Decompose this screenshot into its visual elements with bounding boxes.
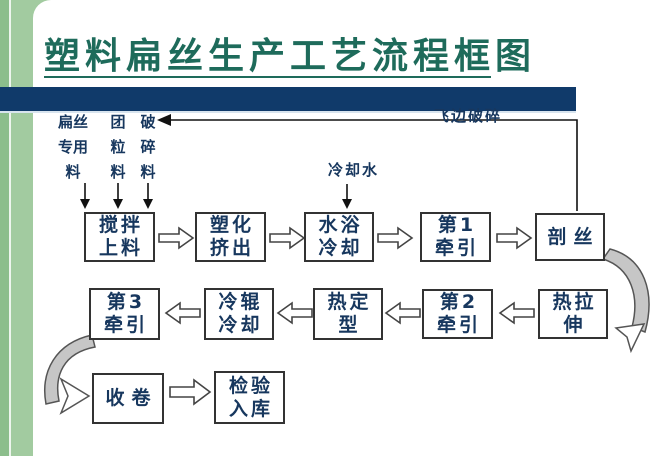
curved-arrowhead-right-icon [614,323,646,354]
flow-box-slitting: 剖丝 [535,213,605,261]
box-line-1: 搅拌 [98,214,143,236]
box-line-1: 第3 [106,291,146,313]
box-line-1: 塑化 [209,214,254,236]
box-line-2: 冷却 [318,237,363,259]
box-line-2: 伸 [563,314,586,336]
box-line-2: 入库 [228,397,273,420]
feed-arrowhead-3-icon [143,199,153,209]
flow-box-hot-stretching: 热拉 伸 [538,289,608,339]
box-line-1: 冷辊 [218,291,263,313]
flow-box-water-bath: 水浴 冷却 [304,212,374,262]
material-label: 团 [110,113,126,131]
material-label: 料 [140,163,156,181]
material-label: 粒 [110,138,126,156]
left-stripe [0,0,9,456]
box-line-1: 水浴 [318,214,363,236]
box-line-1: 热定 [327,291,372,313]
material-label: 破 [140,113,156,131]
flow-arrow-right-5 [169,378,212,406]
material-label: 专用 [57,138,88,156]
flow-arrow-left-2 [384,301,421,325]
box-line-2: 冷却 [218,314,263,336]
title-underline [44,76,491,78]
flow-box-mixing: 搅拌 上料 [84,212,155,262]
cooling-water-label: 冷却水 [328,161,380,179]
box-line-1: 第2 [439,291,479,313]
flow-box-traction1: 第1 牵引 [420,212,491,262]
box-line-2: 挤出 [209,237,254,259]
flow-box-winding: 收卷 [92,373,164,424]
flow-box-traction3: 第3 牵引 [89,288,160,340]
box-line-2: 型 [338,314,361,336]
title-bar [0,87,576,113]
curved-arrow-right [601,248,650,333]
box-line-2: 上料 [98,237,143,259]
curved-arrowhead-left-icon [59,377,91,415]
flow-box-heat-setting: 热定 型 [313,288,383,340]
box-line-2: 牵引 [103,314,148,336]
feedback-line [170,119,578,211]
curved-arrow-left [44,334,96,405]
flow-box-plasticizing: 塑化 挤出 [195,212,266,262]
cooling-water-arrowhead-icon [342,199,352,209]
material-label: 碎 [140,138,156,156]
material-label: 料 [110,163,126,181]
box-line-1: 检验 [228,374,273,397]
box-line-1: 收卷 [105,387,158,409]
flow-arrow-left-4 [164,301,201,325]
flow-arrow-right-2 [269,226,306,250]
flow-arrow-left-3 [276,301,313,325]
material-label: 料 [65,163,81,181]
flow-box-inspection: 检验 入库 [214,371,285,424]
flow-arrow-right-3 [377,226,414,250]
flow-arrow-left-1 [498,301,535,325]
material-label-col2: 团 粒 料 [104,110,132,185]
flow-box-cold-roll: 冷辊 冷却 [204,288,274,340]
page-title: 塑料扁丝生产工艺流程框图 [44,36,537,77]
flow-box-traction2: 第2 牵引 [422,289,493,339]
feed-arrowhead-1-icon [80,199,90,209]
feedback-arrowhead-icon [157,114,171,126]
flash-regrind-label: 飞边破碎 [434,107,503,125]
box-line-1: 剖丝 [547,225,600,248]
feed-arrowhead-2-icon [113,199,123,209]
material-label-col3: 破 碎 料 [134,110,162,185]
material-label: 扁丝 [57,113,88,131]
flow-arrow-right-1 [158,226,195,250]
left-stripe-divider [9,0,11,456]
box-line-1: 热拉 [552,291,597,313]
box-line-2: 牵引 [436,314,481,336]
flow-arrow-right-4 [496,226,533,250]
box-line-2: 牵引 [434,237,479,259]
box-line-1: 第1 [437,214,477,236]
material-label-col1: 扁丝 专用 料 [52,110,94,185]
